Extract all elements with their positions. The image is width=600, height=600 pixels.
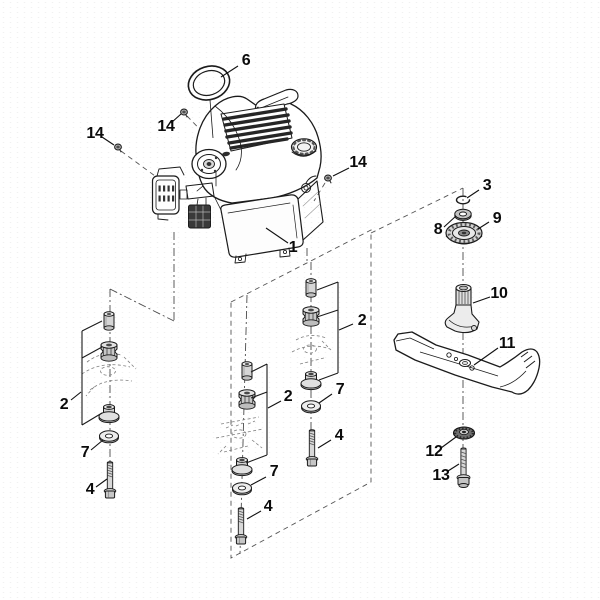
screw-14-right (324, 174, 332, 184)
blade-adapter-10 (444, 283, 480, 334)
mower-blade-11 (393, 331, 541, 395)
callout-mount-kit-left: 2 (59, 396, 69, 413)
callout-washer-left: 7 (80, 444, 90, 461)
recoil-starter (191, 148, 227, 180)
spark-plug (301, 175, 317, 193)
callout-washer-right: 7 (335, 381, 345, 398)
fuel-cap (290, 138, 318, 157)
callout-retaining-ring: 3 (482, 177, 492, 194)
damper-bushing (238, 389, 256, 410)
flange-nut (231, 457, 253, 477)
crankcase-sump (220, 180, 324, 264)
callout-engine: 1 (288, 239, 298, 256)
leader-lines (70, 65, 499, 520)
flange-nut (300, 371, 322, 391)
callout-mount-kit-center: 2 (283, 388, 293, 405)
callout-cover-screw-top: 14 (157, 118, 175, 135)
callout-shaft-washer: 8 (433, 221, 443, 238)
ghost-mounting-feet (81, 335, 332, 455)
muffler (151, 166, 185, 221)
bolt-4 (234, 507, 248, 545)
callout-o-ring: 6 (241, 52, 251, 69)
bolt-4 (305, 429, 319, 467)
kit-brackets (81, 281, 339, 464)
mount-kit-left (98, 311, 120, 499)
screw-14-top (180, 108, 188, 118)
spacer-sleeve (241, 361, 253, 381)
o-ring-drop-line (209, 99, 214, 139)
callout-blade-bolt: 13 (432, 467, 450, 484)
engine (151, 88, 324, 264)
callout-mount-bolt-left: 4 (85, 481, 95, 498)
callout-cover-screw-right: 14 (349, 154, 367, 171)
damper-bushing (302, 306, 320, 327)
callout-mount-kit-right: 2 (357, 312, 367, 329)
drive-pulley-9 (445, 221, 483, 245)
serrated-washer-12 (452, 426, 476, 440)
spacer-sleeve (103, 311, 115, 331)
callout-mount-bolt-center: 4 (263, 498, 273, 515)
blade-bolt-13 (456, 447, 471, 488)
mount-kit-right (300, 278, 322, 467)
shaft-washer-8 (454, 208, 472, 221)
callout-mower-blade: 11 (498, 335, 516, 352)
callout-washer-center: 7 (269, 463, 279, 480)
callout-blade-adapter: 10 (490, 285, 508, 302)
washer-7 (301, 400, 321, 414)
retaining-ring-3 (455, 195, 471, 205)
callout-cover-screw-left: 14 (86, 125, 104, 142)
spacer-sleeve (305, 278, 317, 298)
vent-oval (222, 151, 230, 157)
screw-14-left (114, 143, 122, 153)
callout-drive-pulley: 9 (492, 210, 502, 227)
damper-bushing (100, 341, 118, 362)
callout-serrated-washer: 12 (425, 443, 443, 460)
callout-mount-bolt-right: 4 (334, 427, 344, 444)
washer-7 (232, 482, 252, 496)
o-ring-6 (187, 65, 231, 101)
